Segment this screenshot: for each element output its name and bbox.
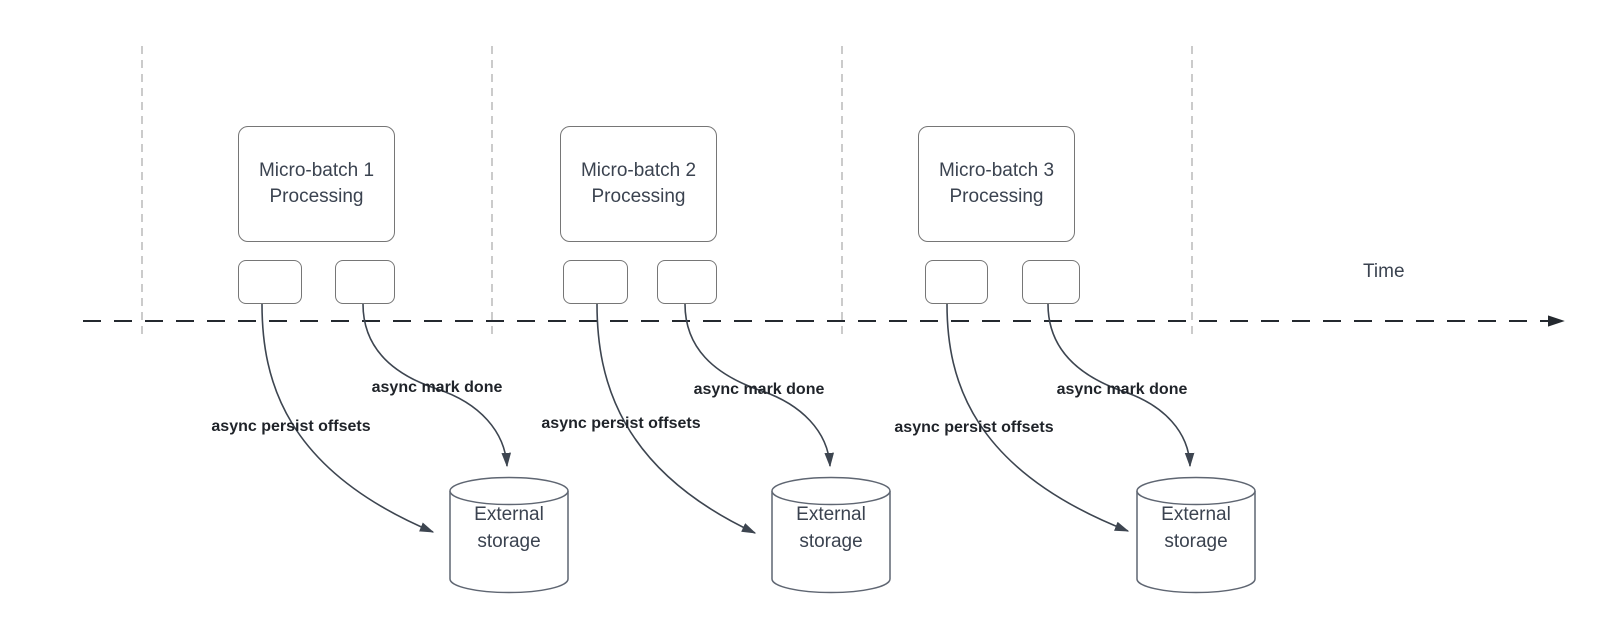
- persist-offsets-label-1: async persist offsets: [211, 418, 371, 435]
- persist-offsets-arrow-2: [596, 303, 757, 534]
- external-storage-cylinder-2: [771, 476, 891, 594]
- external-storage-text-2-line2: storage: [799, 531, 863, 552]
- persist-offsets-arrow-1: [261, 303, 435, 533]
- mark-done-task-box-1: [335, 260, 395, 304]
- microbatch-2-title-line1: Micro-batch 2: [580, 160, 697, 181]
- persist-offsets-label-3: async persist offsets: [894, 419, 1054, 436]
- persist-offsets-label-2: async persist offsets: [541, 415, 701, 432]
- external-storage-text-1: External storage: [450, 501, 568, 555]
- external-storage-text-3-line1: External: [1161, 504, 1231, 525]
- microbatch-3-processing-box: Micro-batch 3 Processing: [918, 126, 1075, 242]
- persist-task-box-1: [238, 260, 302, 304]
- mark-done-arrow-2: [684, 303, 835, 468]
- external-storage-text-1-line2: storage: [477, 531, 541, 552]
- external-storage-cylinder-3: [1136, 476, 1256, 594]
- microbatch-3-title-line1: Micro-batch 3: [938, 160, 1055, 181]
- mark-done-task-box-3: [1022, 260, 1080, 304]
- microbatch-3-title-line2: Processing: [949, 186, 1044, 207]
- mark-done-label-2: async mark done: [693, 381, 825, 398]
- microbatch-2-processing-box: Micro-batch 2 Processing: [560, 126, 717, 242]
- mark-done-label-1: async mark done: [371, 379, 503, 396]
- microbatch-1-processing-box: Micro-batch 1 Processing: [238, 126, 395, 242]
- microbatch-2-title-line2: Processing: [591, 186, 686, 207]
- microbatch-1-title-line2: Processing: [269, 186, 364, 207]
- mark-done-arrow-3: [1047, 303, 1195, 468]
- external-storage-text-3: External storage: [1137, 501, 1255, 555]
- external-storage-text-2: External storage: [772, 501, 890, 555]
- microbatch-1-title-line1: Micro-batch 1: [258, 160, 375, 181]
- time-axis-label: Time: [1363, 261, 1405, 282]
- mark-done-task-box-2: [657, 260, 717, 304]
- mark-done-label-3: async mark done: [1056, 381, 1188, 398]
- persist-offsets-arrow-3: [946, 303, 1130, 532]
- mark-done-arrow-1: [362, 303, 512, 468]
- external-storage-text-2-line1: External: [796, 504, 866, 525]
- persist-task-box-2: [563, 260, 628, 304]
- external-storage-text-3-line2: storage: [1164, 531, 1228, 552]
- external-storage-text-1-line1: External: [474, 504, 544, 525]
- external-storage-cylinder-1: [449, 476, 569, 594]
- persist-task-box-3: [925, 260, 988, 304]
